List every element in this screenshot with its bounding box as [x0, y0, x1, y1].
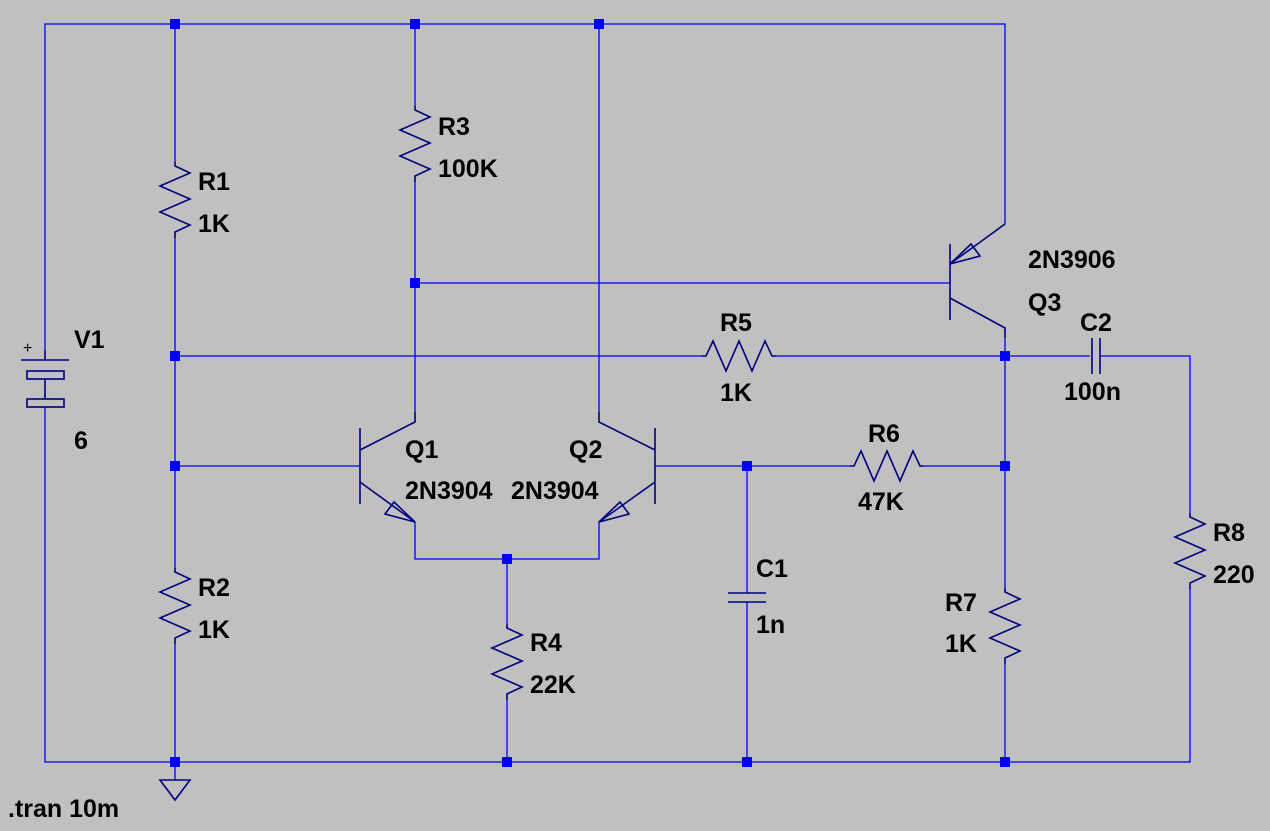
v1-polarity: + [23, 340, 32, 357]
v1-battery[interactable]: + V1 6 [21, 326, 105, 455]
q1-npn-transistor[interactable]: Q1 2N3904 [359, 412, 493, 523]
c2-name: C2 [1080, 309, 1112, 337]
c1-capacitor[interactable]: C1 1n [728, 555, 788, 639]
r2-name: R2 [198, 574, 230, 602]
r5-value: 1K [720, 379, 752, 407]
v1-name: V1 [74, 326, 105, 354]
c2-value: 100n [1064, 378, 1121, 406]
c2-capacitor[interactable]: C2 100n [1064, 309, 1121, 406]
r1-resistor[interactable]: R1 1K [157, 162, 230, 238]
r6-resistor[interactable]: R6 47K [850, 420, 924, 516]
r6-value: 47K [858, 488, 904, 516]
r3-resistor[interactable]: R3 100K [397, 106, 498, 183]
r4-resistor[interactable]: R4 22K [489, 624, 576, 700]
r5-resistor[interactable]: R5 1K [702, 309, 776, 407]
r3-name: R3 [438, 113, 470, 141]
q2-npn-transistor[interactable]: Q2 2N3904 [511, 412, 656, 523]
r8-resistor[interactable]: R8 220 [1172, 513, 1255, 589]
q2-name: Q2 [569, 436, 602, 464]
q1-model: 2N3904 [405, 477, 493, 505]
q3-name: Q3 [1028, 289, 1061, 317]
r8-value: 220 [1213, 561, 1255, 589]
r6-name: R6 [868, 420, 900, 448]
c1-name: C1 [756, 555, 788, 583]
q1-name: Q1 [405, 436, 438, 464]
r2-value: 1K [198, 616, 230, 644]
r7-value: 1K [945, 630, 977, 658]
simulation-directive[interactable]: .tran 10m [8, 795, 119, 823]
q3-model: 2N3906 [1028, 246, 1116, 274]
v1-value: 6 [74, 427, 88, 455]
r1-name: R1 [198, 168, 230, 196]
r5-name: R5 [720, 309, 752, 337]
q2-model: 2N3904 [511, 477, 599, 505]
r4-name: R4 [530, 629, 562, 657]
r7-resistor[interactable]: R7 1K [945, 588, 1023, 664]
r4-value: 22K [530, 671, 576, 699]
q3-pnp-transistor[interactable]: 2N3906 Q3 [949, 223, 1116, 338]
r2-resistor[interactable]: R2 1K [157, 568, 230, 644]
r3-value: 100K [438, 155, 498, 183]
r7-name: R7 [945, 589, 977, 617]
junctions [170, 19, 1010, 767]
r1-value: 1K [198, 210, 230, 238]
wires [44, 23, 1191, 780]
ground-symbol [158, 779, 192, 802]
c1-value: 1n [756, 611, 785, 639]
r8-name: R8 [1213, 519, 1245, 547]
